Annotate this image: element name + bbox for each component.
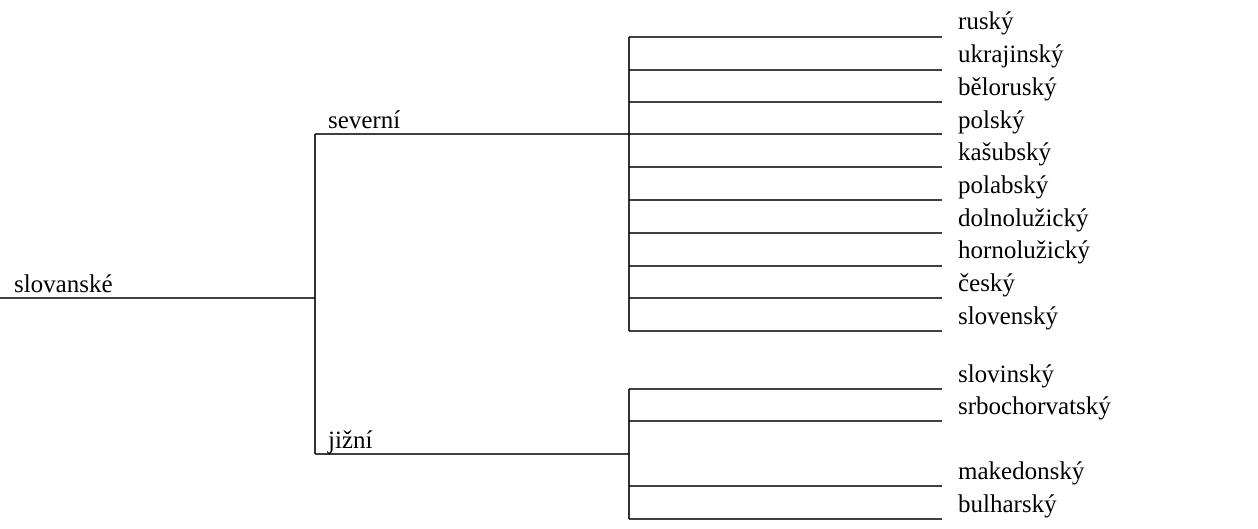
leaf-label: slovenský	[958, 303, 1059, 330]
connector-lines	[0, 36, 942, 520]
leaf-label: ukrajinský	[958, 41, 1064, 68]
leaf-label: polabský	[958, 172, 1049, 199]
node-labels: slovanské severní jižní ruský ukrajinský…	[14, 8, 1111, 518]
branch-label-jizni: jižní	[327, 427, 372, 454]
leaf-label: ruský	[958, 8, 1014, 35]
leaf-label: srbochorvatský	[958, 393, 1111, 420]
leaf-label: bulharský	[958, 491, 1057, 518]
leaf-label: dolnolužický	[958, 205, 1089, 232]
leaf-label: slovinský	[958, 361, 1054, 388]
branch-label-severni: severní	[328, 107, 400, 134]
leaf-label: hornolužický	[958, 237, 1090, 264]
leaf-label: makedonský	[958, 458, 1085, 485]
leaf-label: polský	[958, 107, 1025, 134]
root-label: slovanské	[14, 271, 113, 298]
leaf-label: běloruský	[958, 74, 1057, 101]
leaf-label: český	[958, 270, 1015, 297]
leaf-label: kašubský	[958, 139, 1052, 166]
